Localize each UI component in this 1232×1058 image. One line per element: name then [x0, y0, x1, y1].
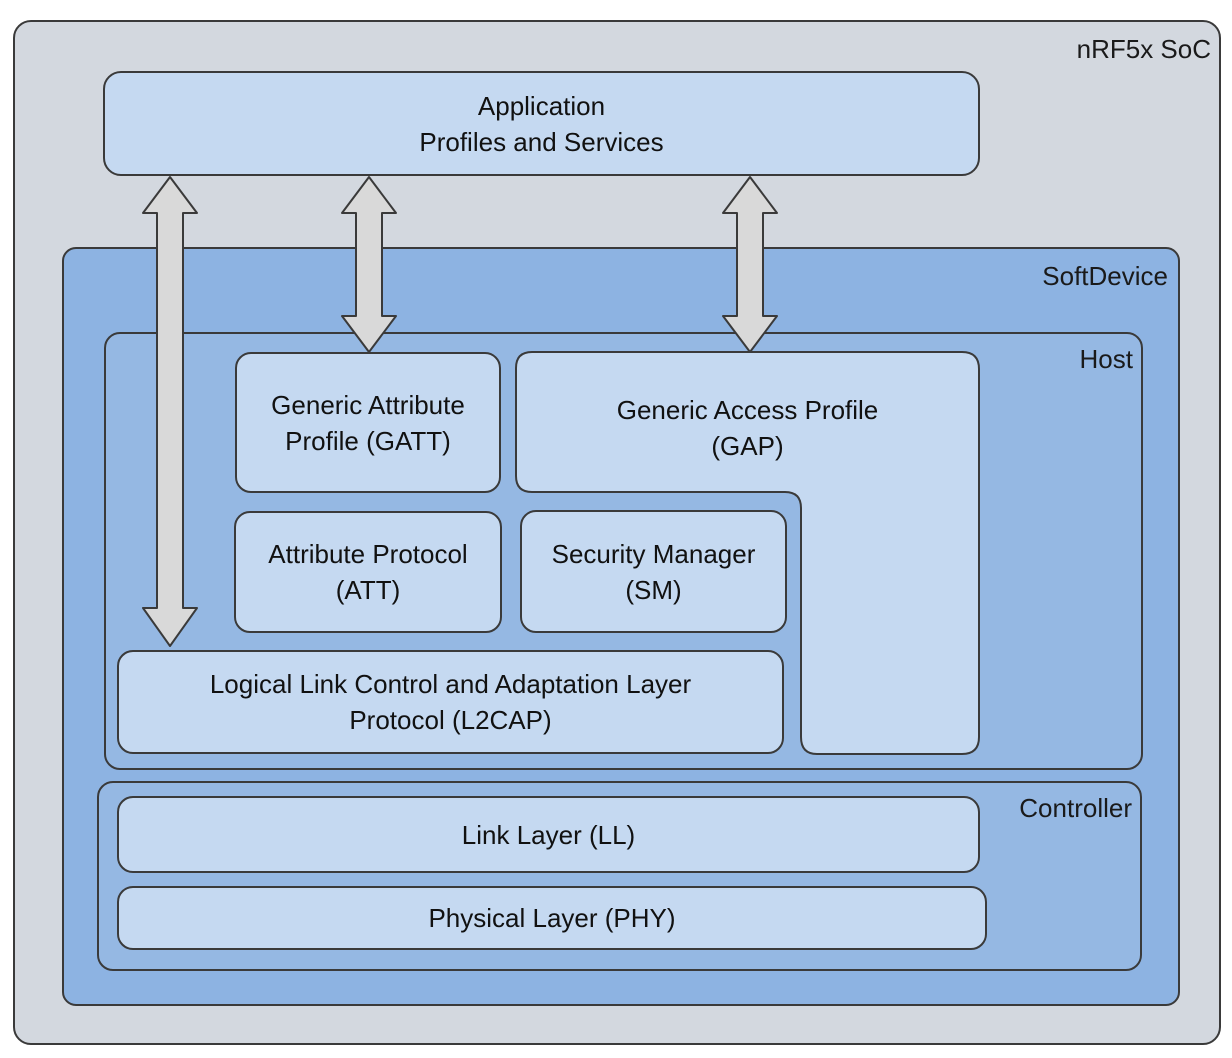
att-box: Attribute Protocol (ATT): [234, 511, 502, 633]
controller-label: Controller: [1019, 793, 1132, 823]
gatt-subtitle: Profile (GATT): [285, 425, 451, 456]
application-subtitle: Profiles and Services: [419, 126, 664, 157]
sm-title: Security Manager: [551, 538, 756, 569]
link-layer-label: Link Layer (LL): [461, 819, 636, 850]
soc-label: nRF5x SoC: [1076, 34, 1211, 64]
application-title: Application: [477, 90, 606, 121]
l2cap-subtitle: Protocol (L2CAP): [349, 705, 552, 735]
gatt-box: Generic Attribute Profile (GATT): [235, 352, 501, 493]
gap-box: Generic Access Profile (GAP): [516, 352, 979, 492]
sm-box: Security Manager (SM): [520, 510, 787, 633]
l2cap-box: Logical Link Control and Adaptation Laye…: [117, 650, 784, 754]
sm-subtitle: (SM): [625, 574, 682, 605]
physical-layer-box: Physical Layer (PHY): [117, 886, 987, 950]
att-subtitle: (ATT): [335, 575, 401, 605]
application-box: Application Profiles and Services: [103, 71, 980, 176]
host-label: Host: [1079, 344, 1133, 374]
l2cap-title: Logical Link Control and Adaptation Laye…: [209, 669, 692, 699]
gap-subtitle: (GAP): [711, 431, 784, 461]
softdevice-label: SoftDevice: [1042, 261, 1168, 291]
gatt-title: Generic Attribute: [271, 389, 465, 420]
att-title: Attribute Protocol: [268, 539, 468, 569]
gap-title: Generic Access Profile: [616, 395, 879, 425]
link-layer-box: Link Layer (LL): [117, 796, 980, 873]
physical-layer-label: Physical Layer (PHY): [428, 903, 676, 933]
